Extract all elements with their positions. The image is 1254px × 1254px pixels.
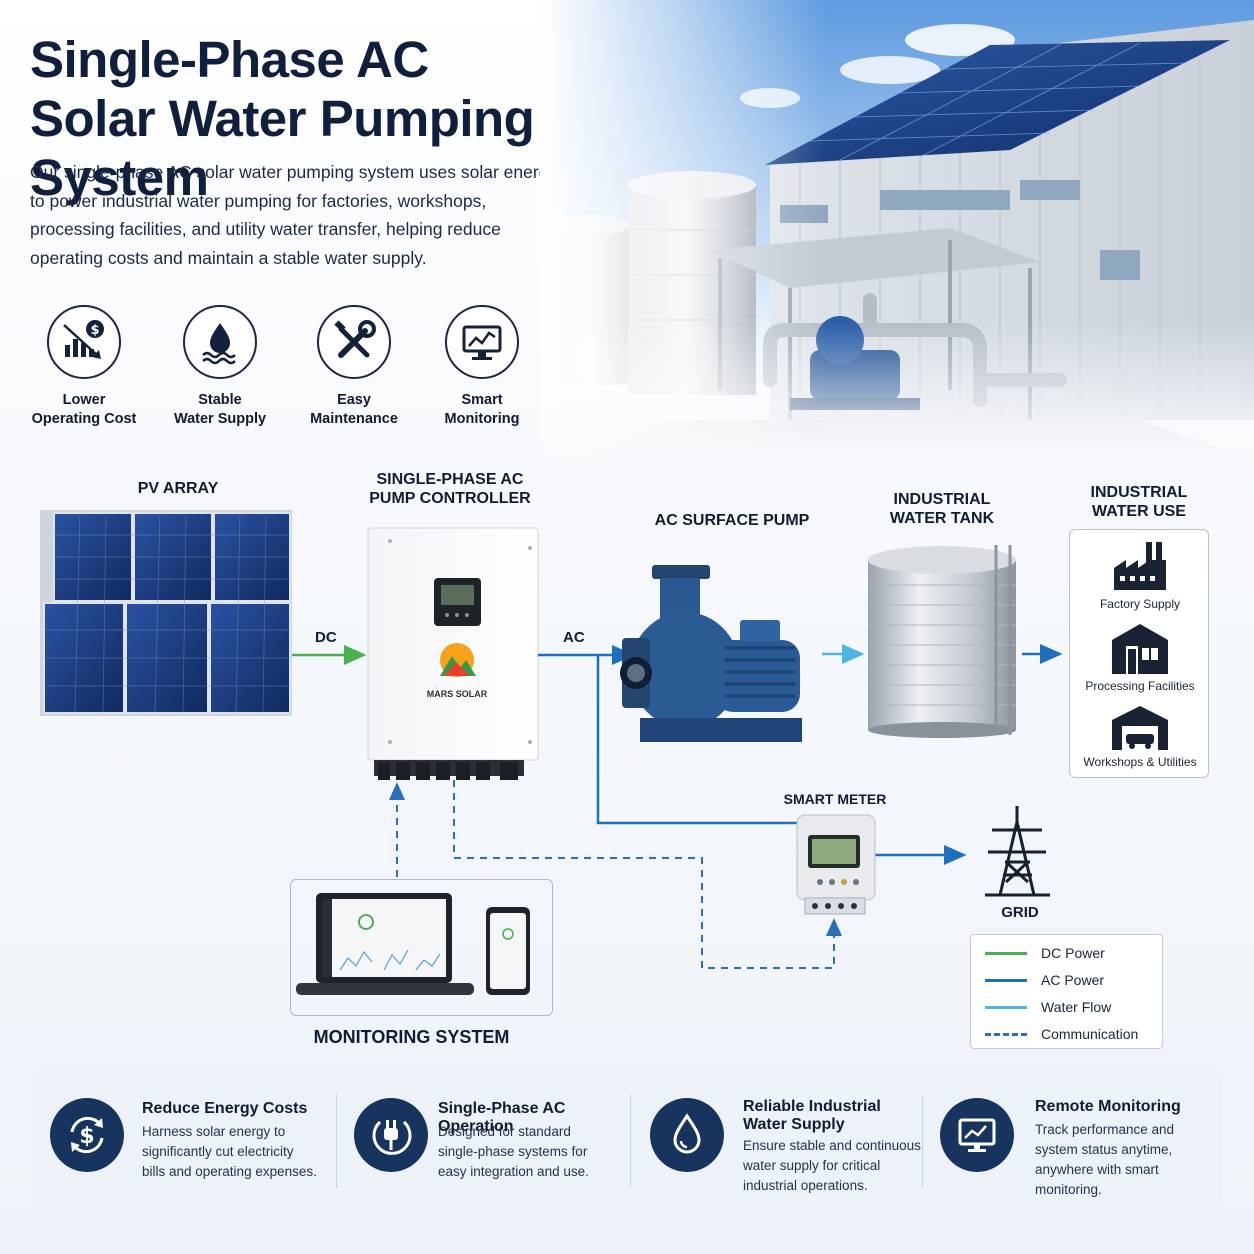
use-item-processing: Processing Facilities	[1070, 622, 1210, 693]
feature-smart-monitoring: Smart Monitoring	[412, 305, 552, 428]
cost-down-icon: $	[47, 305, 121, 379]
comm-line-meter	[453, 780, 842, 969]
water-drop-icon	[183, 305, 257, 379]
benefit-reliable-supply: Reliable Industrial Water Supply Ensure …	[630, 1070, 921, 1214]
tank-label: INDUSTRIAL WATER TANK	[889, 491, 995, 527]
plug-icon	[354, 1098, 428, 1172]
benefit-title: Single-Phase AC Operation	[438, 1100, 566, 1135]
divider	[922, 1094, 923, 1188]
grid-label: GRID	[1001, 904, 1039, 921]
water-use-label: INDUSTRIAL WATER USE	[1090, 484, 1188, 520]
benefit-title: Reliable Industrial Water Supply	[743, 1098, 881, 1133]
monitoring-devices	[296, 893, 530, 995]
use-item-workshops: Workshops & Utilities	[1070, 704, 1210, 769]
legend-label: Communication	[1041, 1026, 1139, 1042]
industrial-water-tank	[868, 545, 1016, 738]
use-label: Factory Supply	[1099, 597, 1181, 611]
feature-label: Stable Water Supply	[173, 392, 267, 427]
pv-array-panels	[40, 510, 292, 716]
legend-label: Water Flow	[1041, 999, 1112, 1015]
feature-lower-cost: $ Lower Operating Cost	[14, 305, 154, 428]
pump-controller: MARS SOLAR	[367, 527, 539, 780]
monitor-chart-icon	[940, 1098, 1014, 1172]
water-use-panel: Factory Supply Processing Facilities Wor…	[1069, 529, 1209, 778]
benefits-bar: $ Reduce Energy Costs Harness solar ener…	[32, 1070, 1222, 1214]
divider	[336, 1094, 337, 1188]
ac-meter-line	[596, 655, 806, 825]
page-title: Single-Phase AC Solar Water Pumping Syst…	[30, 30, 710, 207]
benefit-title: Reduce Energy Costs	[142, 1100, 308, 1117]
legend-water: Water Flow	[985, 997, 1111, 1017]
garage-icon	[1112, 706, 1168, 750]
title-line-2: Solar Water Pumping System	[30, 90, 535, 206]
feature-label: Lower Operating Cost	[31, 392, 137, 427]
svg-text:$: $	[79, 1124, 94, 1149]
dc-flow-label: DC	[315, 629, 337, 646]
benefit-remote-monitoring: Remote Monitoring Track performance and …	[922, 1070, 1222, 1214]
tools-icon	[317, 305, 391, 379]
legend: DC Power AC Power Water Flow Communicati…	[970, 934, 1163, 1049]
monitoring-panel	[290, 879, 553, 1016]
ac-surface-pump	[620, 565, 802, 742]
feature-label: Easy Maintenance	[310, 392, 398, 427]
smart-meter-label: SMART METER	[783, 791, 887, 807]
monitoring-label: MONITORING SYSTEM	[313, 1027, 510, 1047]
benefit-text: Track performance and system status anyt…	[1035, 1122, 1175, 1197]
grid-tower-icon	[985, 806, 1050, 897]
benefit-single-phase: Single-Phase AC Operation Designed for s…	[336, 1070, 628, 1214]
pv-array-label: PV ARRAY	[137, 480, 219, 497]
benefit-text: Ensure stable and continuous water suppl…	[743, 1138, 921, 1193]
svg-text:$: $	[90, 323, 99, 338]
monitor-chart-icon	[445, 305, 519, 379]
divider	[630, 1094, 631, 1188]
smart-meter	[796, 814, 876, 915]
legend-comm: Communication	[985, 1024, 1138, 1044]
water-drop-icon	[650, 1098, 724, 1172]
benefit-text: Designed for standard single-phase syste…	[438, 1124, 589, 1179]
feature-label: Smart Monitoring	[444, 392, 520, 427]
controller-brand: MARS SOLAR	[427, 689, 488, 699]
benefit-energy-costs: $ Reduce Energy Costs Harness solar ener…	[32, 1070, 332, 1214]
warehouse-icon	[1112, 624, 1168, 674]
ac-flow-label: AC	[563, 629, 585, 646]
intro-text: Our single-phase AC solar water pumping …	[30, 162, 558, 268]
use-label: Workshops & Utilities	[1083, 755, 1197, 769]
benefit-title: Remote Monitoring	[1035, 1098, 1181, 1115]
pump-label: AC SURFACE PUMP	[654, 512, 810, 529]
feature-easy-maintenance: Easy Maintenance	[284, 305, 424, 428]
legend-label: DC Power	[1041, 945, 1105, 961]
title-line-1: Single-Phase AC	[30, 31, 429, 88]
controller-label: SINGLE-PHASE AC PUMP CONTROLLER	[369, 471, 531, 507]
legend-ac: AC Power	[985, 970, 1104, 990]
dollar-cycle-icon: $	[50, 1098, 124, 1172]
factory-icon	[1114, 542, 1166, 590]
use-label: Processing Facilities	[1085, 679, 1195, 693]
use-item-factory: Factory Supply	[1070, 538, 1210, 611]
system-diagram: MARS SOLAR	[40, 510, 1063, 995]
hero-illustration	[540, 0, 1254, 460]
legend-label: AC Power	[1041, 972, 1105, 988]
benefit-text: Harness solar energy to significantly cu…	[142, 1124, 317, 1179]
feature-stable-supply: Stable Water Supply	[150, 305, 290, 428]
legend-dc: DC Power	[985, 943, 1105, 963]
